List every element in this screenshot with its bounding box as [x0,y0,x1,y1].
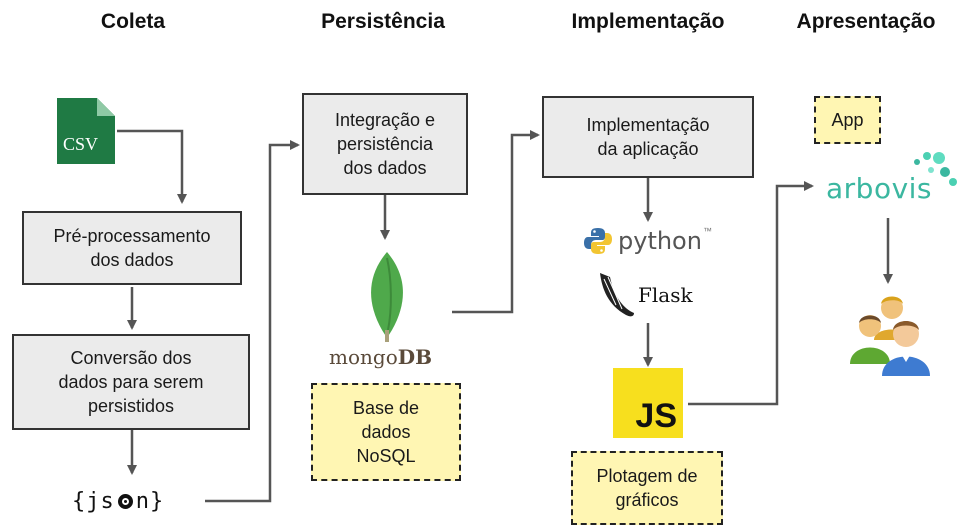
arbovis-dots-icon [914,152,957,186]
mongodb-text-b: DB [397,345,432,369]
note-plotagem: Plotagem de gráficos [571,451,723,525]
arrow-mongodb-to-implementacao [452,130,540,314]
header-coleta: Coleta [100,10,166,33]
mongodb-wordmark: mongoDB [329,345,432,369]
json-logo: {js n} [72,487,164,515]
node-preprocessamento: Pré-processamento dos dados [22,211,242,285]
arbovis-logo: arbovis [821,150,957,210]
arrow-json-to-integracao [205,140,300,503]
header-apresentacao: Apresentação [796,10,936,33]
node-conversao: Conversão dos dados para serem persistid… [12,334,250,430]
python-tm: ™ [702,226,712,236]
csv-file-icon: CSV [57,98,115,164]
arrow-js-to-arbovis [688,181,814,406]
json-text-right: n} [135,488,165,514]
javascript-logo: JS [613,368,683,438]
header-implementacao: Implementação [571,10,725,33]
flask-logo: Flask [596,270,693,320]
csv-label: CSV [63,134,99,154]
node-integracao: Integração e persistência dos dados [302,93,468,195]
header-persistencia: Persistência [321,10,445,33]
arrow-csv-to-preprocessamento [117,129,187,204]
mongodb-leaf-icon [362,250,412,344]
flask-horn-icon [600,273,634,317]
js-text: JS [635,397,677,435]
python-text: python [618,227,702,255]
flask-text: Flask [638,283,693,307]
json-text-left: {js [72,488,115,514]
note-app: App [814,96,881,144]
arbovis-text: arbovis [826,172,933,205]
note-base-dados: Base de dados NoSQL [311,383,461,481]
mongodb-text-a: mongo [329,345,398,369]
json-o-icon [117,493,133,509]
users-group-icon [848,290,934,376]
python-logo: python ™ [584,226,712,256]
node-implementacao-app: Implementação da aplicação [542,96,754,178]
python-logo-icon [584,228,612,254]
